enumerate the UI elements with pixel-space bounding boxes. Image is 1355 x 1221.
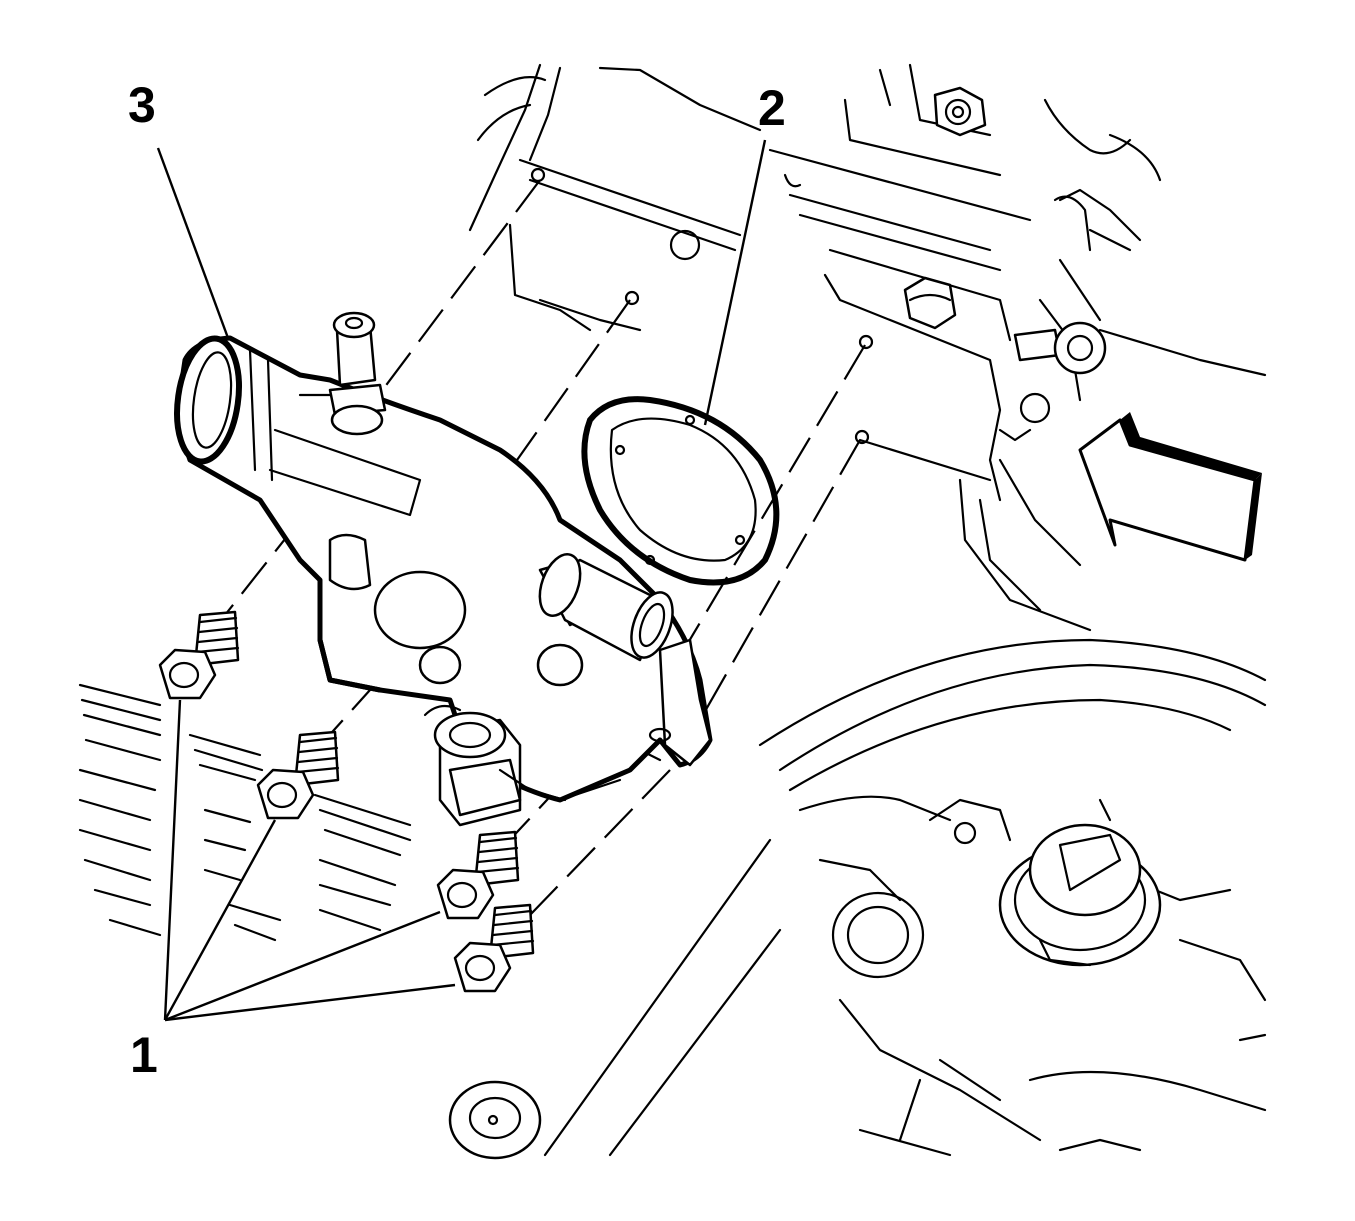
leader-lines bbox=[156, 139, 767, 1022]
callout-label-2: 2 bbox=[758, 80, 786, 136]
background-bolt-mid bbox=[903, 276, 957, 330]
gasket-icon bbox=[581, 396, 780, 586]
bolt-2 bbox=[256, 730, 340, 820]
rubber-plug bbox=[448, 1080, 542, 1160]
callout-label-3: 3 bbox=[128, 77, 156, 133]
thermostat-housing-icon bbox=[174, 311, 713, 827]
bolt-4 bbox=[453, 903, 535, 993]
oil-filler-cap bbox=[998, 798, 1162, 967]
view-direction-arrow-icon bbox=[1078, 412, 1262, 562]
callout-label-1: 1 bbox=[130, 1027, 158, 1083]
bolt-3 bbox=[436, 830, 520, 920]
bolt-1 bbox=[158, 610, 240, 700]
bolt-icon bbox=[158, 610, 535, 993]
background-bolt-top bbox=[933, 86, 987, 137]
background-stud-right bbox=[1013, 195, 1107, 375]
